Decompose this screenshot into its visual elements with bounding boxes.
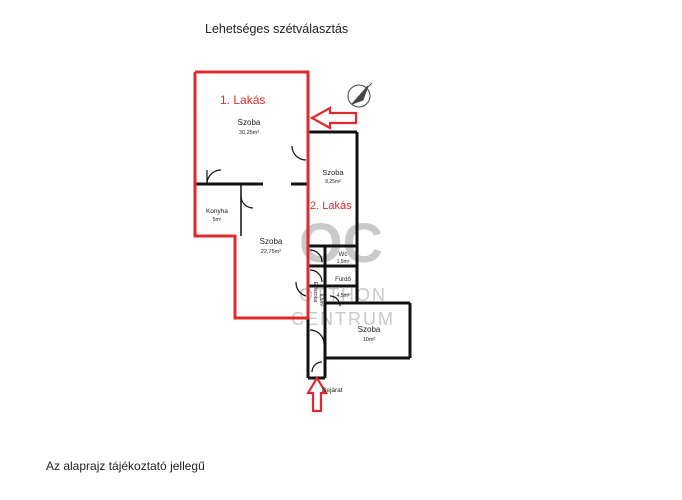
apartment-1-outline xyxy=(193,70,310,320)
room-szoba-mid-area: 22,75m² xyxy=(261,249,281,255)
entrance-label: Bejárat xyxy=(322,387,343,394)
room-wc-name: Wc xyxy=(339,252,348,258)
page-title: Lehetséges szétválasztás xyxy=(205,22,349,36)
room-konyha-area: 5m² xyxy=(213,217,222,223)
apartment-1-label: 1. Lakás xyxy=(220,93,265,107)
arrow-left-icon xyxy=(309,106,358,130)
arrow-up-icon xyxy=(306,375,328,413)
room-szoba-mid-name: Szoba xyxy=(260,237,283,246)
room-szoba-big-area: 30,25m² xyxy=(239,130,259,136)
room-eloszoba-name: Előszoba xyxy=(312,282,318,303)
watermark-line2: CENTRUM xyxy=(291,309,395,329)
doors xyxy=(206,145,341,373)
room-furdo-area: 4,5m² xyxy=(337,293,350,299)
room-szoba-small-name: Szoba xyxy=(322,168,344,177)
room-konyha-name: Konyha xyxy=(206,208,228,215)
room-wc-area: 1,5m² xyxy=(337,259,350,265)
room-furdo-name: Fürdő xyxy=(335,277,351,283)
room-eloszoba-area: 6,5m² xyxy=(318,294,324,307)
compass-icon xyxy=(347,82,373,108)
room-szoba-small-area: 8,25m² xyxy=(325,179,341,185)
room-szoba-big-name: Szoba xyxy=(238,118,261,127)
watermark-logo: OC xyxy=(299,211,383,274)
room-szoba-bottom-area: 10m² xyxy=(363,337,376,343)
watermark-line1: OTTHON xyxy=(299,285,387,305)
footer-note: Az alaprajz tájékoztató jellegű xyxy=(46,459,205,473)
apartment-2-label: 2. Lakás xyxy=(310,200,352,212)
watermark: OC OTTHON CENTRUM xyxy=(291,211,395,329)
room-szoba-bottom-name: Szoba xyxy=(358,325,381,334)
